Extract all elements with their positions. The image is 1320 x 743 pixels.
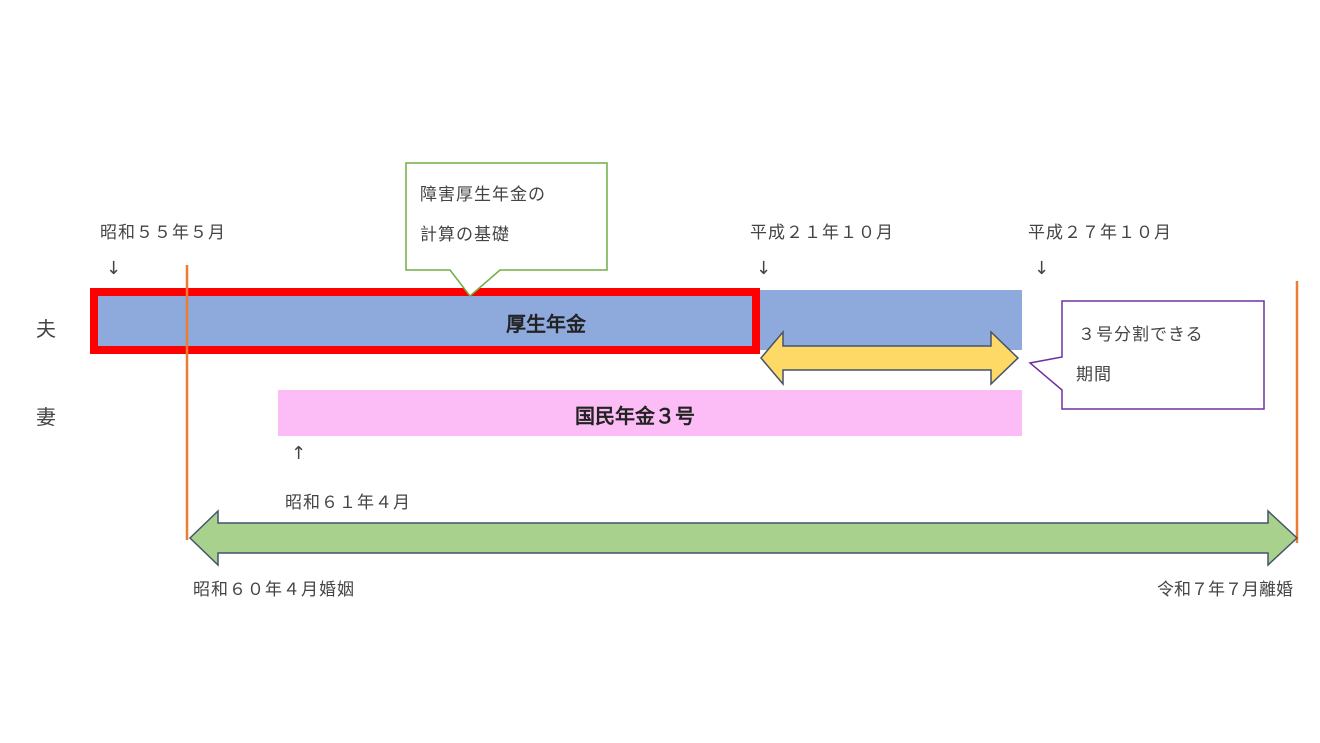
row-label-wife: 妻 [36, 405, 57, 429]
disability-callout-box [405, 162, 608, 298]
down-arrow-icon: ↓ [756, 258, 772, 279]
date-s55: 昭和５５年５月 [100, 223, 226, 243]
kokumin3-bar-label: 国民年金３号 [575, 404, 695, 428]
kokumin3-bar [278, 390, 1022, 436]
date-s61: 昭和６１年４月 [285, 493, 411, 513]
row-label-husband: 夫 [36, 317, 57, 341]
split-period-arrow [760, 329, 1020, 387]
date-h27: 平成２７年１０月 [1028, 223, 1172, 243]
date-h21: 平成２１年１０月 [750, 223, 894, 243]
split-callout-box [1028, 300, 1265, 410]
kosei-bar-label: 厚生年金 [506, 312, 586, 336]
date-marriage: 昭和６０年４月婚姻 [193, 580, 355, 600]
marriage-period-arrow [188, 509, 1299, 567]
highlight-frame [90, 288, 760, 354]
down-arrow-icon: ↓ [1034, 258, 1050, 279]
disability-callout-line2: 計算の基礎 [420, 225, 510, 245]
down-arrow-icon: ↓ [106, 258, 122, 279]
split-callout-line2: 期間 [1076, 365, 1112, 385]
date-divorce: 令和７年７月離婚 [1157, 580, 1293, 600]
split-callout-line1: ３号分割できる [1078, 325, 1204, 345]
kosei-bar [90, 290, 1022, 350]
up-arrow-icon: ↑ [291, 443, 307, 464]
disability-callout-line1: 障害厚生年金の [420, 185, 546, 205]
